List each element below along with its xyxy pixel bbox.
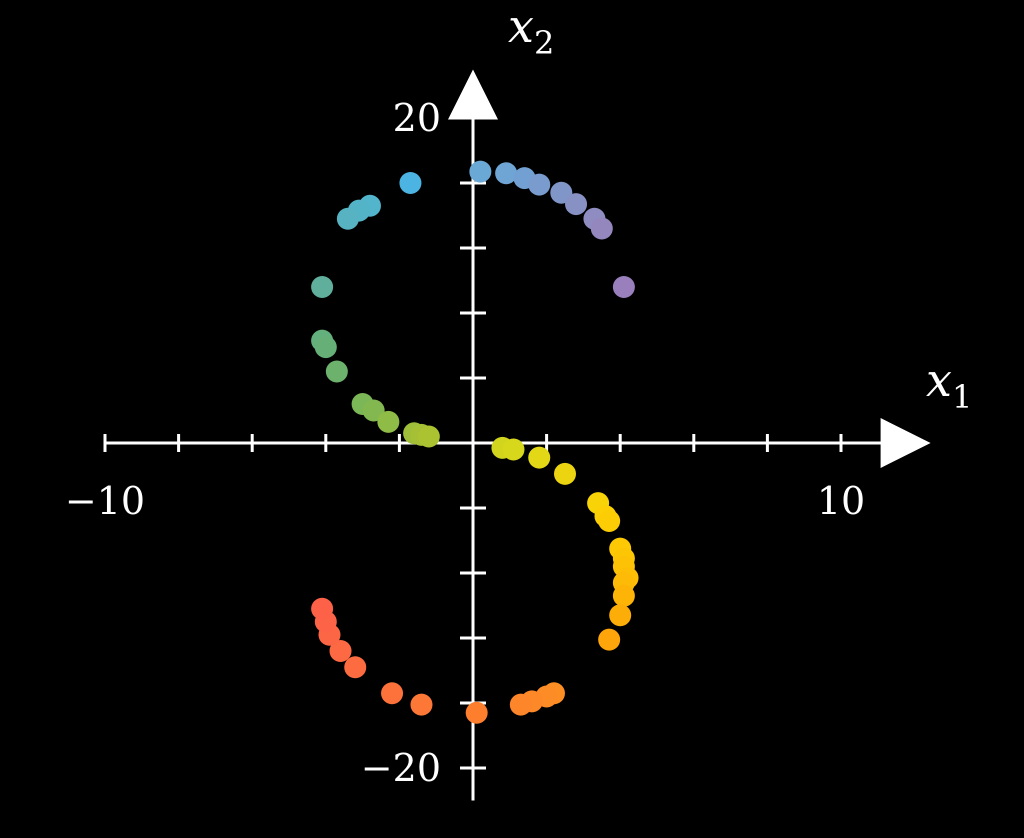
data-point — [565, 193, 588, 216]
data-point — [314, 336, 337, 359]
data-point — [329, 640, 352, 662]
data-point — [417, 425, 440, 448]
data-point — [410, 693, 433, 716]
data-point — [528, 446, 551, 469]
data-point — [612, 276, 635, 298]
data-point — [554, 462, 576, 485]
y-tick-label: 20 — [393, 96, 441, 140]
y-axis-label: x2 — [508, 0, 554, 62]
y-tick-label: −20 — [361, 746, 441, 790]
data-point — [465, 701, 488, 724]
axis-labels: x1 x2 — [508, 0, 972, 416]
data-point — [311, 597, 334, 620]
data-point — [509, 693, 532, 716]
data-point — [495, 162, 518, 185]
data-point — [502, 438, 525, 461]
data-point — [612, 584, 635, 607]
x-axis-label: x1 — [926, 353, 972, 416]
data-point — [325, 360, 348, 383]
axis-ticks: −10 10 20 −20 — [65, 96, 865, 790]
data-point — [344, 656, 367, 679]
y-axis-arrow — [448, 69, 498, 120]
x-tick-label: −10 — [65, 479, 145, 523]
data-point — [528, 173, 551, 196]
data-point — [590, 217, 613, 240]
data-point — [598, 510, 621, 532]
data-point — [311, 276, 334, 298]
data-point — [377, 410, 400, 433]
data-point — [469, 160, 492, 183]
data-point — [381, 682, 404, 705]
x-tick-label: 10 — [817, 479, 865, 523]
data-point — [336, 207, 359, 230]
data-point — [609, 604, 632, 627]
x-axis-arrow — [880, 418, 931, 468]
data-points — [311, 160, 639, 724]
data-point — [598, 628, 621, 651]
data-point — [399, 172, 422, 194]
